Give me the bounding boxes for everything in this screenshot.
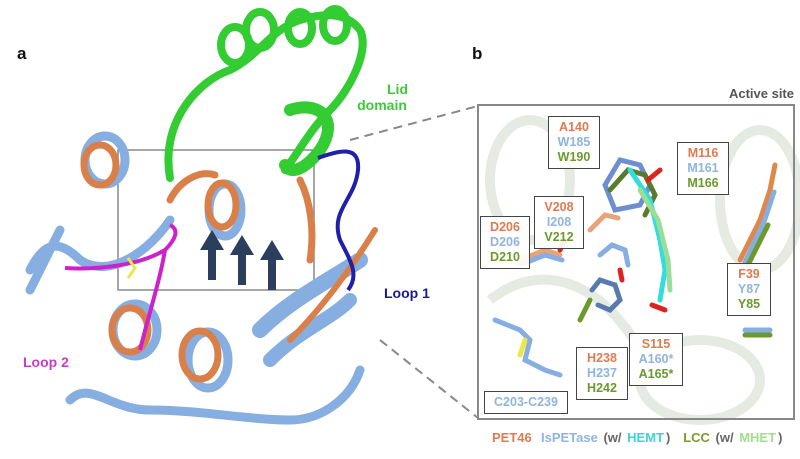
residue-box-s115: S115 A160* A165* (629, 333, 683, 386)
legend-ispetase: IsPETase (540, 430, 598, 445)
disulfide-bond (126, 257, 137, 279)
residue-ispetase: D206 (490, 235, 520, 249)
residue-pet46: M116 (687, 146, 719, 160)
loop1-label: Loop 1 (384, 285, 430, 301)
residue-ispetase: H237 (587, 366, 617, 380)
residue-lcc: H242 (587, 381, 617, 395)
lid-label-line2: domain (357, 97, 407, 113)
panel-b-letter: b (472, 44, 483, 63)
residue-pet46: H238 (587, 351, 617, 365)
residue-pet46: F39 (738, 267, 760, 281)
loop2-ribbon (64, 223, 178, 351)
residue-pet46: D206 (490, 220, 520, 234)
legend-pet46: PET46 (492, 430, 532, 445)
residue-box-h238: H238 H237 H242 (576, 347, 628, 400)
loop2-label: Loop 2 (23, 354, 69, 370)
residue-box-m116: M116 M161 M166 (677, 142, 729, 195)
residue-pet46: S115 (641, 337, 671, 351)
residue-lcc: Y85 (737, 297, 761, 311)
legend-close-1: ) (666, 430, 671, 445)
residue-ispetase: W185 (557, 135, 591, 149)
legend-with-1: (w/ (603, 430, 622, 445)
residue-box-c203-c239: C203-C239 (484, 391, 568, 414)
residue-box-a140: A140 W185 W190 (548, 116, 600, 169)
disulfide-residues: C203-C239 (494, 395, 558, 409)
residue-box-f39: F39 Y87 Y85 (727, 263, 771, 316)
zoom-connector-bottom (379, 339, 479, 419)
legend-mhet: MHET (739, 430, 777, 445)
residue-lcc: M166 (687, 176, 719, 190)
residue-lcc: A165* (638, 367, 674, 381)
pet46-ribbon (80, 141, 378, 383)
legend-close-2: ) (778, 430, 783, 445)
loop1-ribbon (317, 149, 361, 292)
residue-ispetase: M161 (687, 161, 719, 175)
residue-lcc: D210 (490, 250, 520, 264)
active-site-sticks (492, 157, 778, 378)
legend-lcc: LCC (683, 430, 710, 445)
residue-ispetase: Y87 (737, 282, 761, 296)
active-site-frame (477, 104, 795, 420)
residue-ispetase: A160* (638, 352, 674, 366)
beta-sheet-core (200, 230, 284, 290)
residue-box-v208: V208 I208 V212 (534, 196, 584, 249)
residue-ispetase: I208 (546, 215, 572, 229)
legend-with-2: (w/ (715, 430, 734, 445)
lid-label-line1: Lid (387, 81, 408, 97)
active-site-title: Active site (728, 86, 794, 101)
legend: PET46 IsPETase (w/ HEMT) LCC (w/ MHET) (492, 430, 784, 445)
residue-lcc: V212 (544, 230, 574, 244)
legend-hemt: HEMT (627, 430, 664, 445)
lid-domain-label: Lid domain (356, 81, 408, 113)
residue-box-d206: D206 D206 D210 (480, 216, 530, 269)
residue-pet46: V208 (544, 200, 574, 214)
lid-domain-ribbon (164, 5, 367, 182)
zoom-connector-top (349, 105, 479, 141)
panel-a-letter: a (17, 44, 27, 63)
residue-lcc: W190 (557, 150, 591, 164)
residue-pet46: A140 (559, 120, 589, 134)
